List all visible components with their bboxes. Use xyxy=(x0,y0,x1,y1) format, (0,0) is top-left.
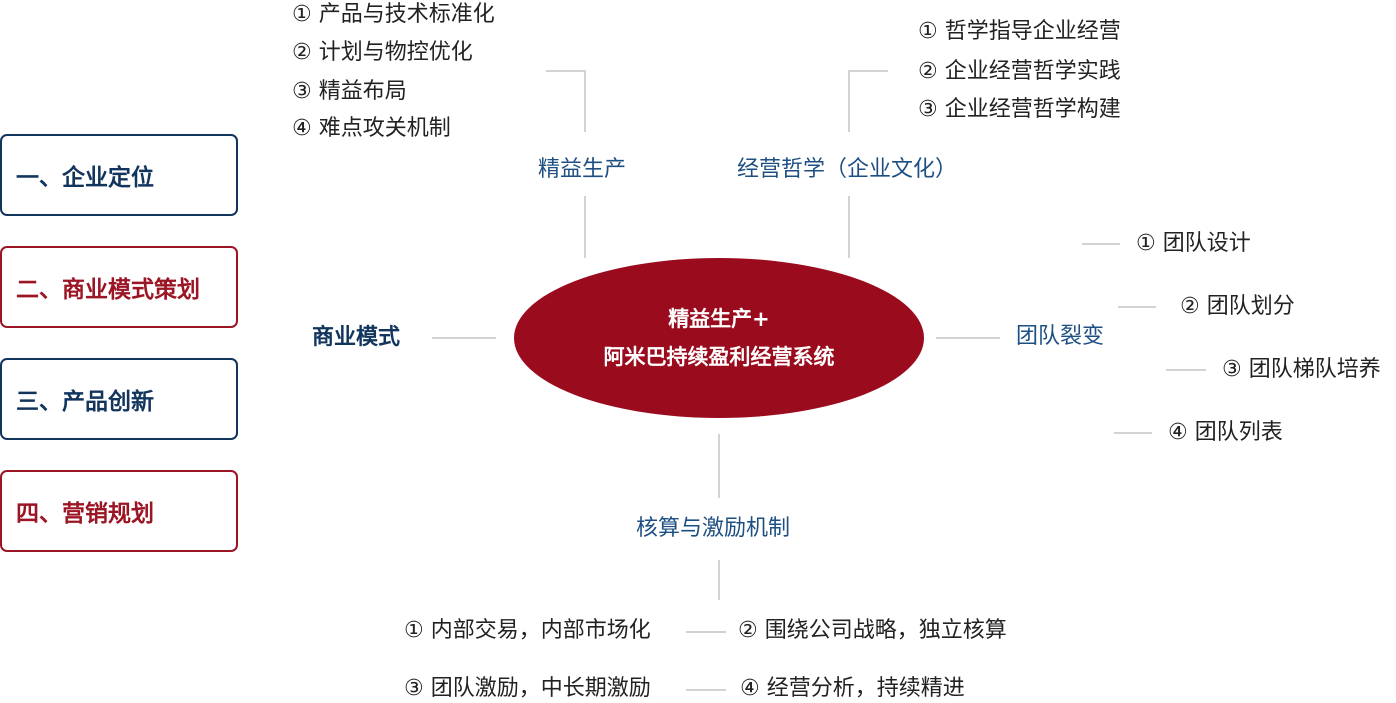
menu-item-product-innovation[interactable]: 三、产品创新 xyxy=(0,358,238,440)
connector-line xyxy=(584,196,586,258)
center-line-2: 阿米巴持续盈利经营系统 xyxy=(603,345,835,369)
connector-line xyxy=(936,337,1000,339)
philosophy-item: ③ 企业经营哲学构建 xyxy=(918,97,1121,122)
connector-line xyxy=(1082,243,1120,245)
team-item: ③ 团队梯队培养 xyxy=(1222,357,1381,382)
philosophy-item: ② 企业经营哲学实践 xyxy=(918,59,1121,84)
menu-item-marketing[interactable]: 四、营销规划 xyxy=(0,470,238,552)
menu-item-business-model[interactable]: 二、商业模式策划 xyxy=(0,246,238,328)
menu-item-label: 二、商业模式策划 xyxy=(16,277,200,303)
connector-line xyxy=(686,631,726,633)
connector-line xyxy=(686,689,726,691)
accounting-item: ① 内部交易，内部市场化 xyxy=(404,618,651,643)
accounting-item: ④ 经营分析，持续精进 xyxy=(740,676,965,701)
menu-item-positioning[interactable]: 一、企业定位 xyxy=(0,134,238,216)
lean-item: ③ 精益布局 xyxy=(292,79,407,104)
lean-item: ② 计划与物控优化 xyxy=(292,40,473,65)
philosophy-item: ① 哲学指导企业经营 xyxy=(918,19,1121,44)
connector-line xyxy=(432,337,496,339)
branch-title-accounting: 核算与激励机制 xyxy=(636,516,791,541)
menu-item-label: 四、营销规划 xyxy=(16,501,154,527)
connector-line xyxy=(848,70,888,72)
connector-line xyxy=(546,70,586,72)
connector-line xyxy=(584,70,586,132)
lean-item: ④ 难点攻关机制 xyxy=(292,116,451,141)
connector-line xyxy=(848,196,850,258)
menu-item-label: 一、企业定位 xyxy=(16,165,154,191)
connector-line xyxy=(1166,369,1206,371)
accounting-item: ② 围绕公司战略，独立核算 xyxy=(738,618,1007,643)
lean-item: ① 产品与技术标准化 xyxy=(292,2,495,27)
connector-line xyxy=(848,70,850,132)
branch-title-lean: 精益生产 xyxy=(538,157,627,182)
team-item: ① 团队设计 xyxy=(1136,231,1251,256)
team-item: ④ 团队列表 xyxy=(1168,420,1283,445)
team-item: ② 团队划分 xyxy=(1180,294,1295,319)
branch-title-business-model: 商业模式 xyxy=(312,325,401,350)
center-node: 精益生产+ 阿米巴持续盈利经营系统 xyxy=(514,258,924,418)
connector-line xyxy=(1114,432,1152,434)
center-line-1: 精益生产+ xyxy=(668,307,770,331)
connector-line xyxy=(1118,306,1156,308)
connector-line xyxy=(718,434,720,498)
branch-title-philosophy: 经营哲学（企业文化） xyxy=(737,157,958,182)
branch-title-team: 团队裂变 xyxy=(1016,324,1105,349)
menu-item-label: 三、产品创新 xyxy=(16,389,154,415)
connector-line xyxy=(718,560,720,600)
accounting-item: ③ 团队激励，中长期激励 xyxy=(404,676,651,701)
